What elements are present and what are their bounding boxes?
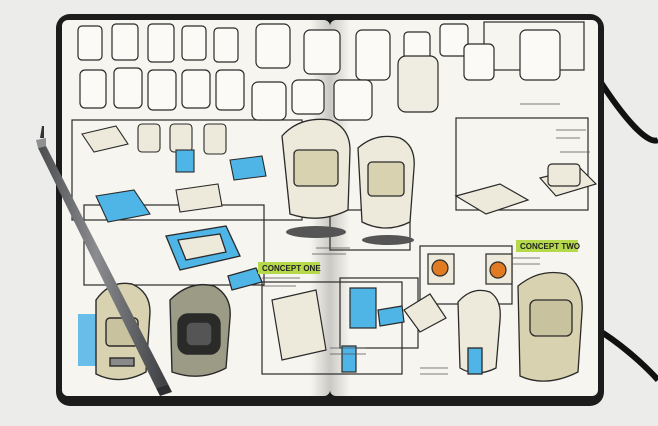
concept-two-backpacks bbox=[457, 271, 583, 382]
backpack-sketch-main-left bbox=[281, 118, 351, 238]
detail-callouts bbox=[427, 253, 513, 285]
svg-text:CONCEPT ONE: CONCEPT ONE bbox=[262, 264, 321, 273]
center-bottom-sketches bbox=[271, 287, 447, 373]
svg-text:CONCEPT TWO: CONCEPT TWO bbox=[520, 242, 580, 251]
handwritten-notes bbox=[262, 103, 590, 375]
pen bbox=[36, 126, 172, 396]
concept-two-label: CONCEPT TWO bbox=[516, 240, 580, 252]
left-small-sketches bbox=[81, 123, 267, 223]
hip-pack-sketches bbox=[454, 163, 598, 215]
backpack-sketch-main-right bbox=[357, 135, 415, 245]
concept-one-label: CONCEPT ONE bbox=[258, 262, 321, 274]
concept-backpack-dark bbox=[169, 283, 231, 377]
concept-one-hip-pack bbox=[165, 225, 263, 291]
backpack-sketch-row-2 bbox=[79, 43, 495, 121]
